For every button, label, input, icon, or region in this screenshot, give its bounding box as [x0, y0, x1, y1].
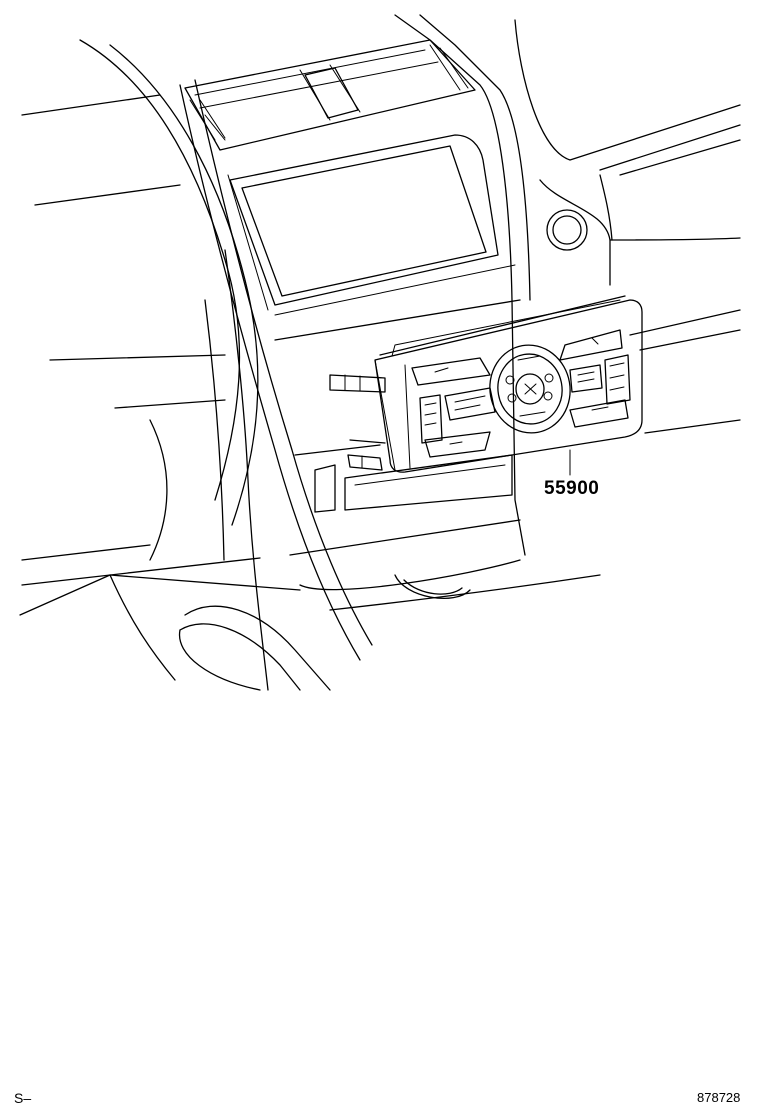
- lower-console-trim: [274, 299, 521, 513]
- door-panel-outline: [204, 249, 269, 691]
- dashboard-left-outline: [19, 39, 331, 691]
- part-number-label: 55900: [544, 478, 600, 499]
- display-screen: [227, 134, 516, 316]
- dashboard-right-outline: [514, 19, 741, 434]
- footer-left-code: S–: [14, 1090, 32, 1106]
- footer-diagram-id: 878728: [697, 1090, 741, 1105]
- upper-vent-assembly: [184, 39, 476, 151]
- center-console-walls: [179, 14, 601, 661]
- climate-control-panel: [329, 295, 643, 476]
